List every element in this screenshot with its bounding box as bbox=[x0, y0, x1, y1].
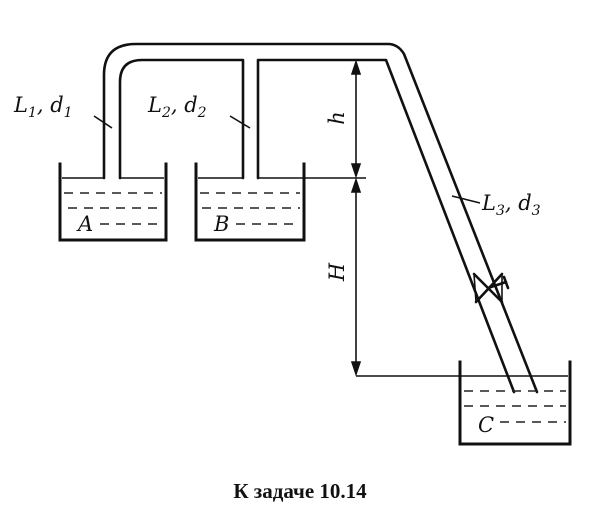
pipe-2-label: L2, d2 bbox=[147, 93, 207, 121]
tank-b: B bbox=[194, 162, 366, 242]
pipe-2-annotation: L2, d2 bbox=[147, 93, 251, 129]
pipe-3-annotation: L3, d3 bbox=[451, 191, 541, 219]
pipe-inner-wall-right bbox=[256, 58, 516, 394]
pipe-inner-wall-left bbox=[118, 58, 245, 180]
tank-b-label: B bbox=[213, 212, 229, 236]
pipe-outer-wall bbox=[102, 42, 539, 394]
tank-c-label: C bbox=[478, 413, 494, 437]
tank-a: A bbox=[58, 162, 168, 242]
tank-a-label: A bbox=[76, 212, 93, 236]
valve bbox=[472, 272, 510, 304]
figure-caption: К задаче 10.14 bbox=[233, 479, 367, 503]
tank-c: C bbox=[356, 360, 572, 446]
pipe-3-label: L3, d3 bbox=[481, 191, 541, 219]
tank-b-walls bbox=[194, 162, 306, 242]
tank-c-walls bbox=[458, 360, 572, 446]
pipe-1-label: L1, d1 bbox=[13, 93, 73, 121]
tank-a-walls bbox=[58, 162, 168, 242]
pipe-1-annotation: L1, d1 bbox=[13, 93, 113, 129]
height-H-label: H bbox=[325, 262, 349, 282]
dimension-lines: h H bbox=[325, 59, 386, 377]
pipe-network bbox=[102, 42, 539, 394]
height-h-label: h bbox=[325, 111, 349, 125]
